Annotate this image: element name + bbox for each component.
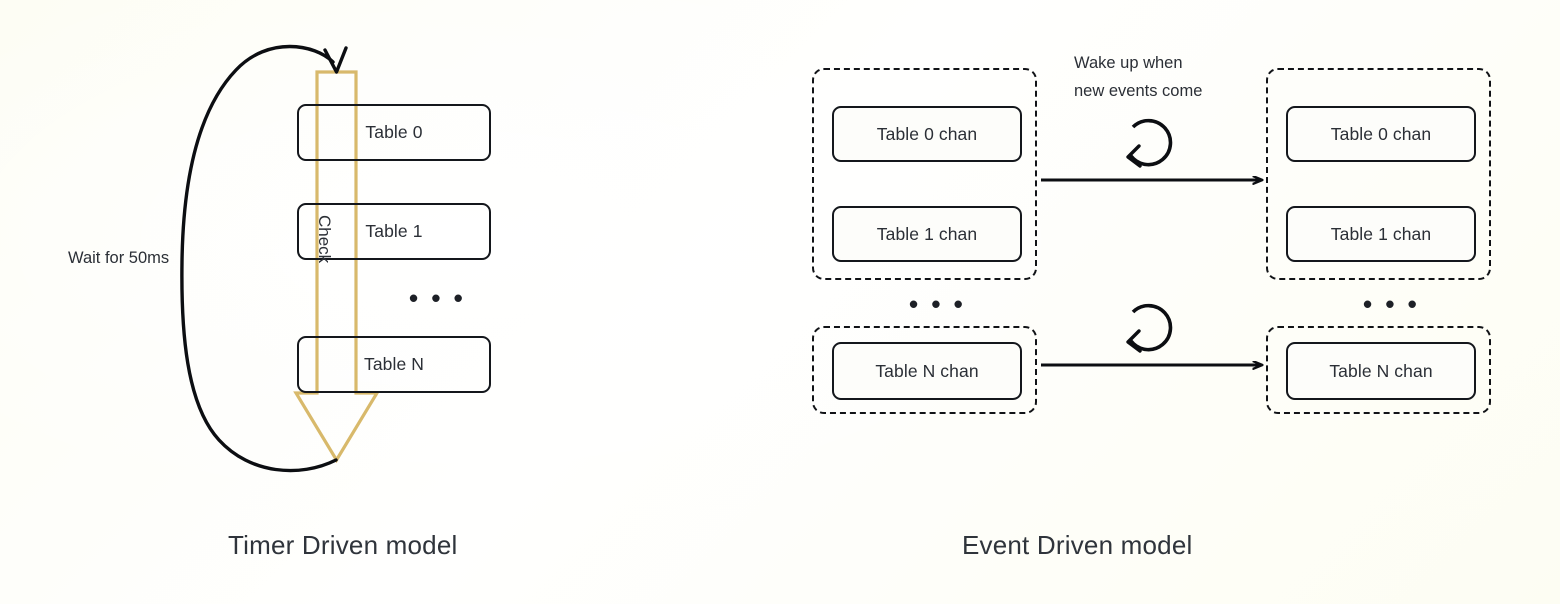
left-caption: Timer Driven model xyxy=(228,530,458,560)
chan-box-target-n[interactable]: Table N chan xyxy=(1286,342,1476,400)
wake-up-note-line-1: Wake up when xyxy=(1074,54,1183,72)
source-group-0: Table 0 chan Table 1 chan xyxy=(812,68,1037,280)
target-ellipsis: • • • xyxy=(1363,289,1420,319)
chan-box-target-1[interactable]: Table 1 chan xyxy=(1286,206,1476,262)
right-caption: Event Driven model xyxy=(962,530,1193,560)
target-group-n: Table N chan xyxy=(1266,326,1491,414)
refresh-loop-icon-top xyxy=(1126,118,1173,168)
source-group-n: Table N chan xyxy=(812,326,1037,414)
chan-box-target-0[interactable]: Table 0 chan xyxy=(1286,106,1476,162)
chan-box-label: Table N chan xyxy=(1329,360,1433,381)
table-box-label: Table 1 xyxy=(365,221,423,241)
wait-label: Wait for 50ms xyxy=(68,249,170,267)
table-box-label: Table N xyxy=(363,354,425,374)
chan-box-label: Table 0 chan xyxy=(876,123,978,144)
wake-up-note-line-2: new events come xyxy=(1074,82,1203,100)
left-ellipsis: • • • xyxy=(409,283,466,313)
chan-box-label: Table 1 chan xyxy=(1330,223,1432,244)
chan-box-label: Table 1 chan xyxy=(876,223,978,244)
chan-box-source-n[interactable]: Table N chan xyxy=(832,342,1022,400)
target-group-0: Table 0 chan Table 1 chan xyxy=(1266,68,1491,280)
chan-box-source-0[interactable]: Table 0 chan xyxy=(832,106,1022,162)
source-ellipsis: • • • xyxy=(909,289,966,319)
chan-box-label: Table N chan xyxy=(875,360,979,381)
table-box-1[interactable]: Table 1 xyxy=(297,203,491,260)
table-box-n[interactable]: Table N xyxy=(297,336,491,393)
table-box-label: Table 0 xyxy=(365,122,423,142)
refresh-loop-icon-bottom xyxy=(1126,303,1173,353)
chan-box-source-1[interactable]: Table 1 chan xyxy=(832,206,1022,262)
chan-box-label: Table 0 chan xyxy=(1330,123,1432,144)
table-box-0[interactable]: Table 0 xyxy=(297,104,491,161)
